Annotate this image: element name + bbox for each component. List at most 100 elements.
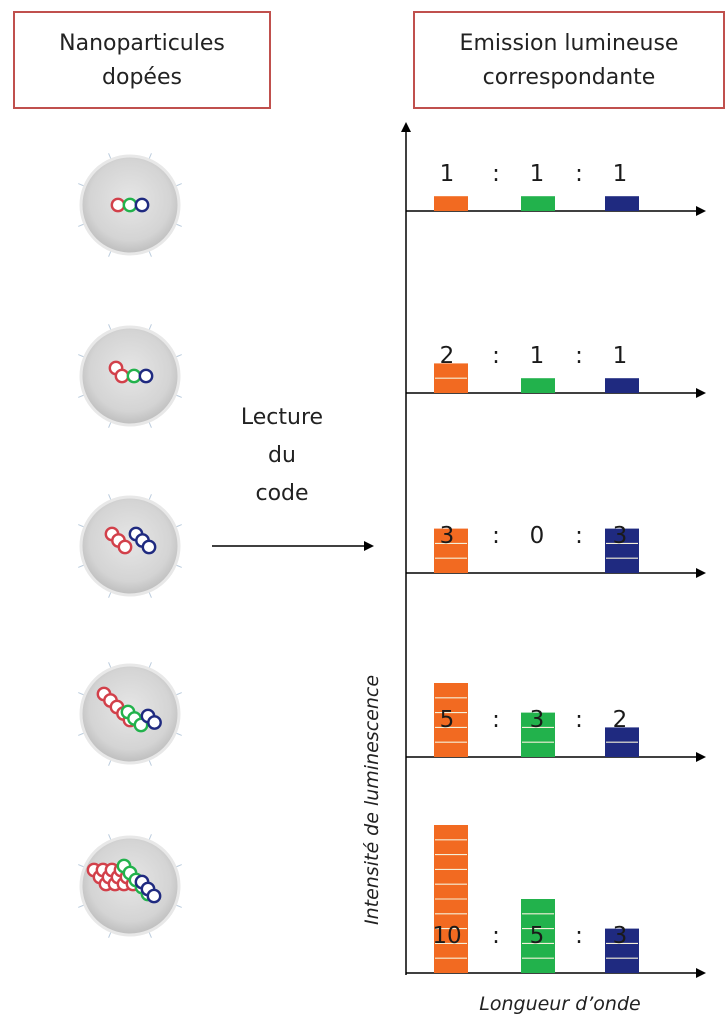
spectrum-row: 5:3:2 bbox=[406, 683, 706, 762]
particle-ray bbox=[78, 524, 84, 528]
particle-ray bbox=[176, 564, 182, 568]
ratio-a: 10 bbox=[432, 923, 461, 949]
particle-ray bbox=[78, 564, 84, 568]
x-axis-label: Longueur d’onde bbox=[479, 993, 640, 1015]
dopant-dot bbox=[147, 715, 162, 730]
right-header-box: Emission lumineuse correspondante bbox=[413, 11, 725, 109]
right-header-line2: correspondante bbox=[483, 65, 656, 90]
emission-bar-blue bbox=[605, 196, 639, 211]
emission-bar-blue bbox=[605, 378, 639, 393]
ratio-b: 1 bbox=[530, 343, 545, 369]
nanoparticle bbox=[78, 834, 182, 938]
particle-ray bbox=[148, 662, 152, 668]
nanoparticle bbox=[78, 153, 182, 257]
dopant-dot bbox=[138, 368, 154, 384]
emission-bar-orange bbox=[434, 196, 468, 211]
particle-ray bbox=[148, 324, 152, 330]
particle-ray bbox=[176, 394, 182, 398]
ratio-a: 2 bbox=[440, 343, 455, 369]
left-header-line2: dopées bbox=[102, 65, 182, 90]
particle-ray bbox=[108, 662, 112, 668]
emission-bar-orange bbox=[434, 683, 468, 757]
spectrum-row: 3:0:3 bbox=[406, 523, 706, 578]
particle-ray bbox=[176, 223, 182, 227]
emission-bar-blue bbox=[605, 727, 639, 757]
left-header-line1: Nanoparticules bbox=[59, 31, 225, 56]
emission-bar-green bbox=[521, 712, 555, 757]
left-header-box: Nanoparticules dopées bbox=[13, 11, 271, 109]
particle-ray bbox=[148, 834, 152, 840]
ratio-s1: : bbox=[492, 707, 500, 733]
emission-bar-fill bbox=[605, 196, 639, 211]
ratio-s2: : bbox=[575, 161, 583, 187]
particle-ray bbox=[108, 932, 112, 938]
reading-label-line2: du bbox=[268, 443, 296, 468]
emission-bar-blue bbox=[605, 928, 639, 973]
particle-ray bbox=[108, 834, 112, 840]
ratio-b: 5 bbox=[530, 923, 545, 949]
particle-ray bbox=[108, 592, 112, 598]
particle-ray bbox=[176, 183, 182, 187]
particle-ray bbox=[148, 422, 152, 428]
ratio-b: 1 bbox=[530, 161, 545, 187]
particle-ray bbox=[78, 394, 84, 398]
emission-bar-fill bbox=[521, 378, 555, 393]
particle-ray bbox=[176, 864, 182, 868]
right-header-line1: Emission lumineuse bbox=[460, 31, 679, 56]
emission-bar-fill bbox=[605, 528, 639, 573]
particle-ray bbox=[176, 692, 182, 696]
ratio-s1: : bbox=[492, 523, 500, 549]
particle-ray bbox=[78, 183, 84, 187]
emission-bar-blue bbox=[605, 528, 639, 573]
ratio-c: 2 bbox=[613, 707, 628, 733]
emission-bar-fill bbox=[605, 928, 639, 973]
particle-ray bbox=[176, 524, 182, 528]
ratio-s1: : bbox=[492, 343, 500, 369]
particle-ray bbox=[148, 494, 152, 500]
dopant-dot bbox=[114, 368, 130, 384]
ratio-s2: : bbox=[575, 523, 583, 549]
particle-ray bbox=[78, 354, 84, 358]
emission-spectra: 1:1:12:1:13:0:35:3:210:5:3 bbox=[406, 161, 706, 978]
emission-bar-orange bbox=[434, 825, 468, 973]
ratio-s1: : bbox=[492, 923, 500, 949]
emission-bar-fill bbox=[434, 683, 468, 757]
spectrum-row: 10:5:3 bbox=[406, 825, 706, 978]
particle-ray bbox=[108, 324, 112, 330]
particle-ray bbox=[148, 251, 152, 257]
particle-ray bbox=[148, 760, 152, 766]
spectrum-row: 1:1:1 bbox=[406, 161, 706, 216]
ratio-s2: : bbox=[575, 343, 583, 369]
ratio-s1: : bbox=[492, 161, 500, 187]
emission-bar-green bbox=[521, 196, 555, 211]
ratio-c: 3 bbox=[613, 523, 628, 549]
dopant-dot bbox=[122, 197, 138, 213]
particle-ray bbox=[148, 153, 152, 159]
emission-bar-fill bbox=[521, 196, 555, 211]
reading-label-line1: Lecture bbox=[241, 405, 323, 430]
particle-ray bbox=[148, 592, 152, 598]
y-axis-label: Intensité de luminescence bbox=[361, 675, 383, 925]
particle-ray bbox=[78, 692, 84, 696]
reading-arrow: Lecture du code bbox=[212, 405, 374, 551]
spectrum-row: 2:1:1 bbox=[406, 343, 706, 398]
dopant-dot bbox=[134, 197, 150, 213]
particle-ray bbox=[108, 494, 112, 500]
emission-bar-fill bbox=[434, 528, 468, 573]
particle-ray bbox=[108, 760, 112, 766]
dopant-dot bbox=[146, 888, 162, 904]
emission-bar-orange bbox=[434, 363, 468, 393]
emission-bar-green bbox=[521, 899, 555, 973]
particle-ray bbox=[78, 223, 84, 227]
particle-ray bbox=[78, 864, 84, 868]
particle-ray bbox=[148, 932, 152, 938]
ratio-b: 3 bbox=[530, 707, 545, 733]
dopant-dot bbox=[117, 539, 133, 555]
emission-bar-fill bbox=[434, 196, 468, 211]
emission-bar-fill bbox=[605, 378, 639, 393]
dopant-dot bbox=[126, 368, 142, 384]
ratio-a: 5 bbox=[440, 707, 455, 733]
y-axis: Intensité de luminescence bbox=[361, 122, 411, 975]
nanoparticle bbox=[78, 324, 182, 428]
